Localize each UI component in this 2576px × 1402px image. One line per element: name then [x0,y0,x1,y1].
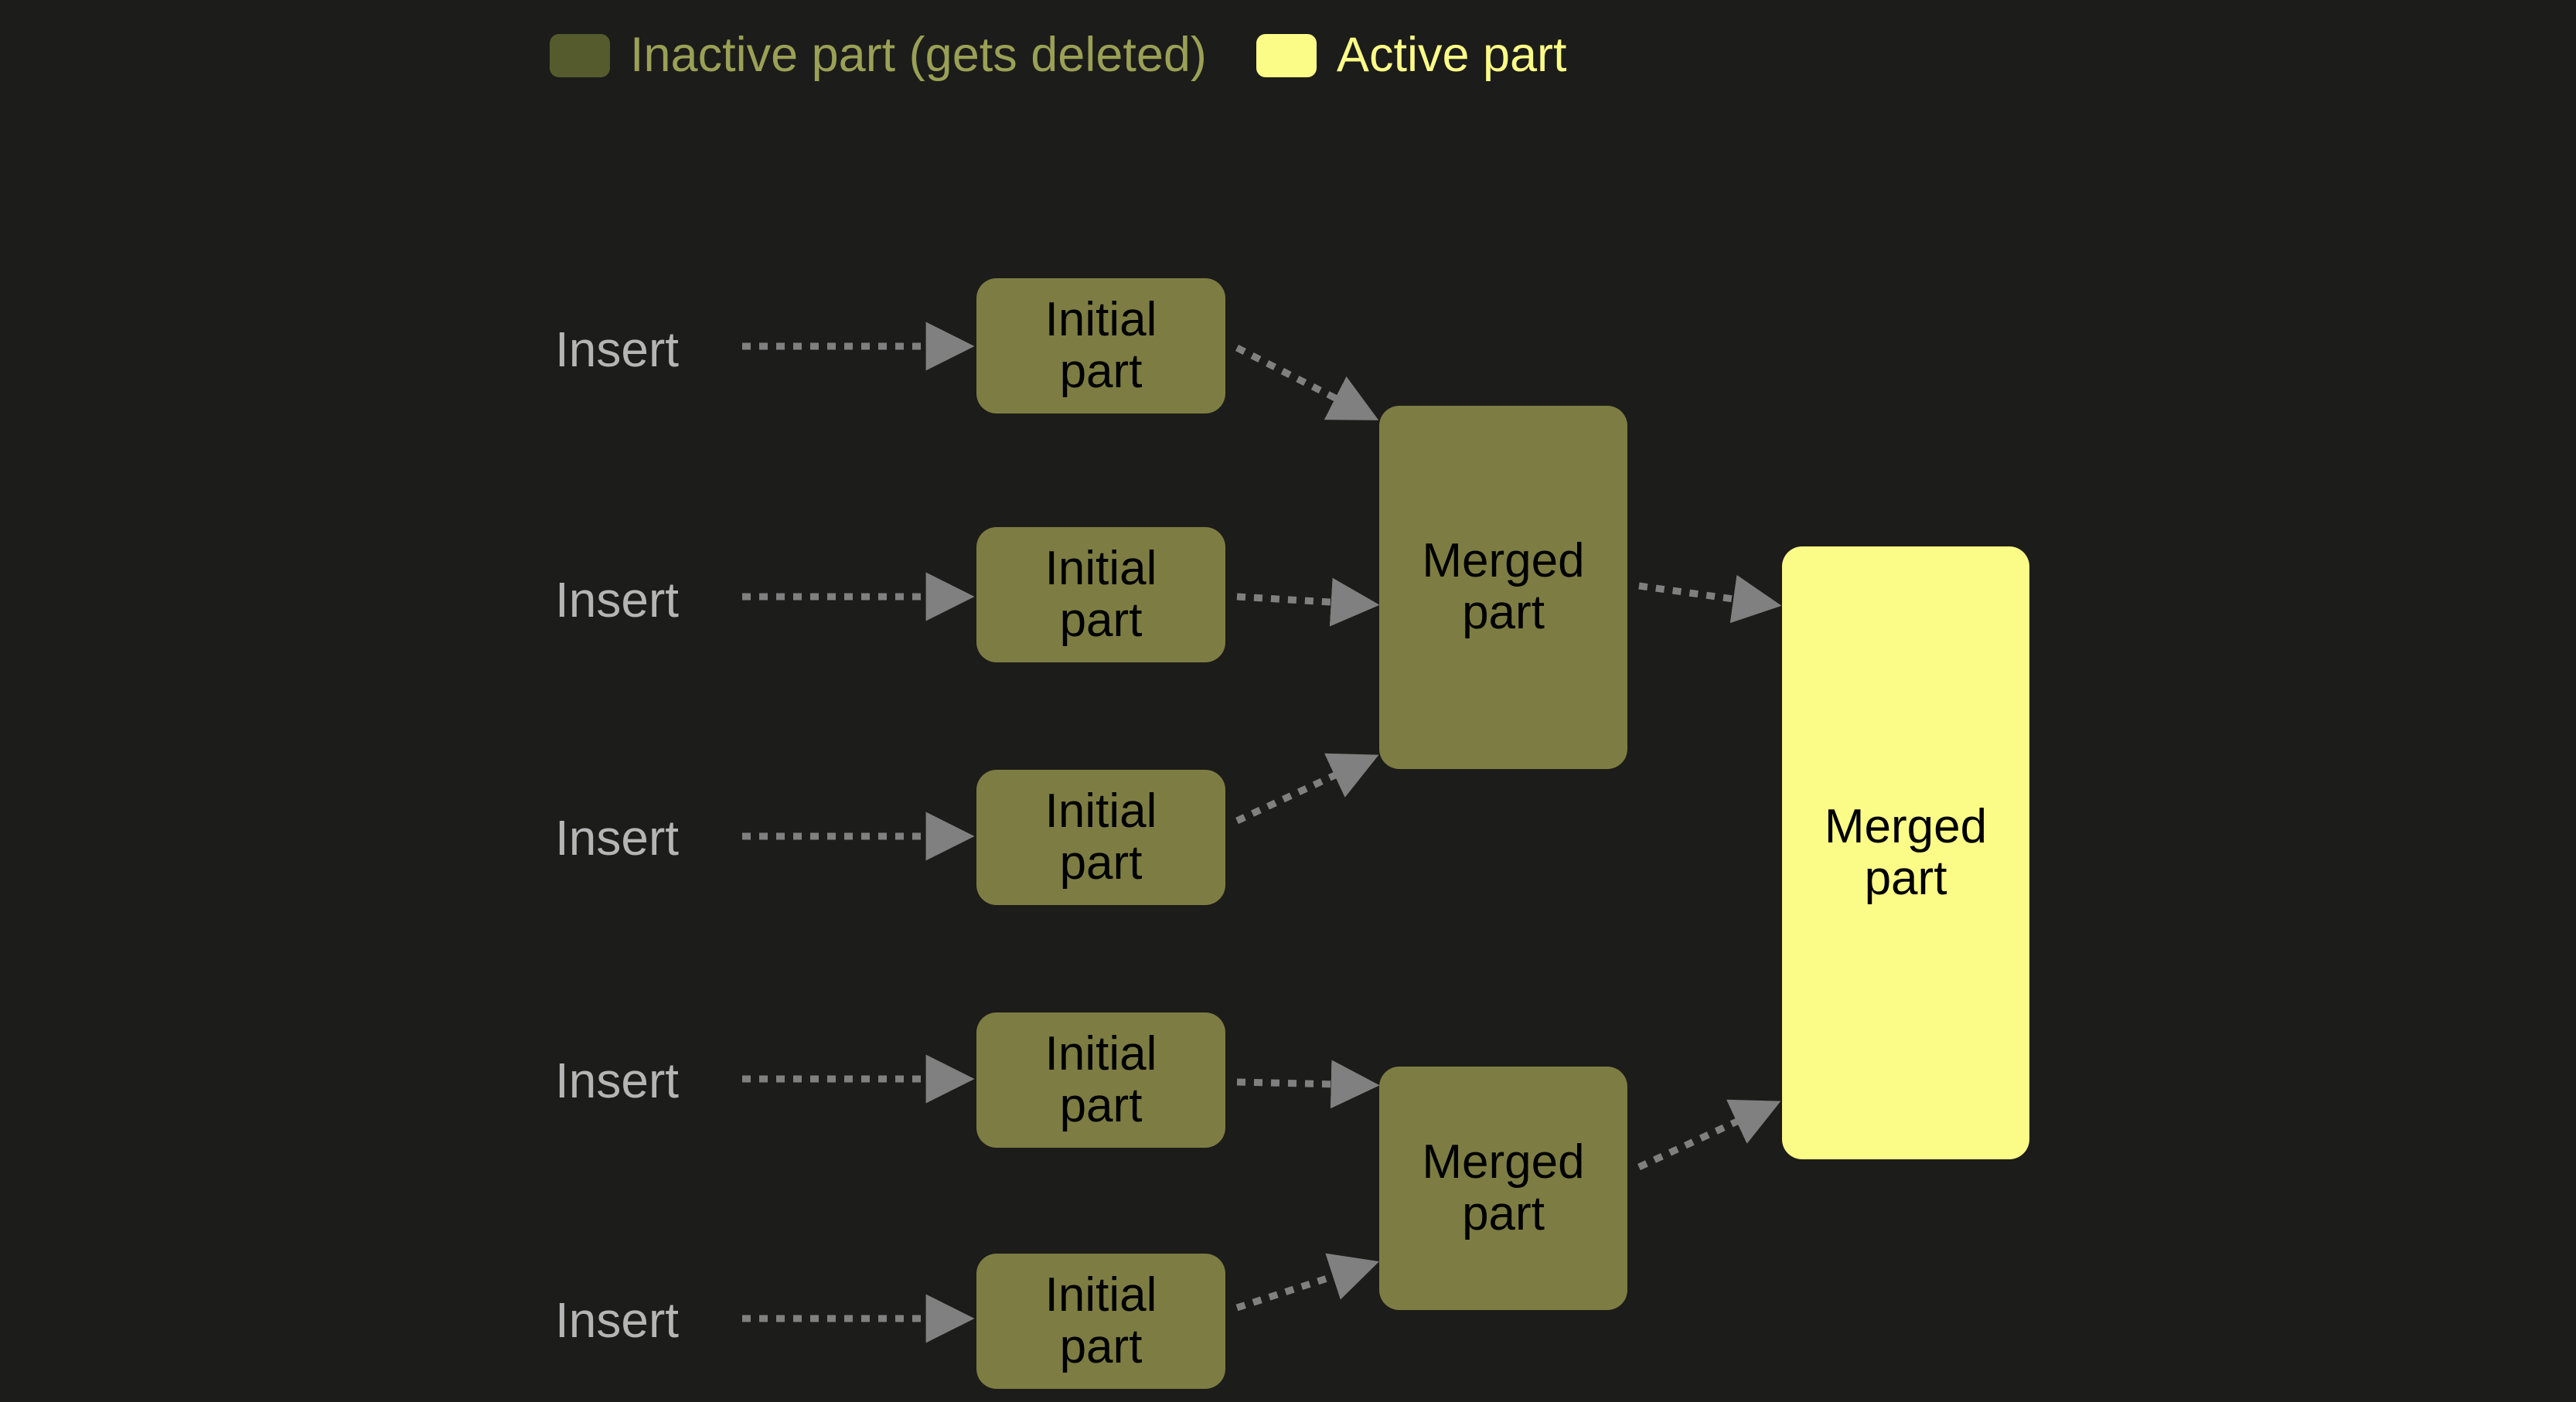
edge-merged-top-to-merged-active [1638,574,1782,624]
edge-initial-3-to-merged-top [1235,753,1379,825]
node-initial-3-label-line1: Initial [1044,784,1157,838]
insert-label-2: Insert [555,572,680,628]
legend-item-inactive: Inactive part (gets deleted) [550,31,1207,80]
node-initial-5-label-line2: part [1059,1319,1143,1373]
insert-label-5: Insert [555,1292,680,1348]
node-initial-2-label-line1: Initial [1044,541,1157,595]
insert-label-4: Insert [555,1053,680,1108]
node-merged-active-label-line1: Merged [1824,799,1988,853]
node-initial-2-label-line2: part [1059,593,1143,647]
node-initial-5-label-line1: Initial [1044,1268,1157,1322]
legend: Inactive part (gets deleted) Active part [550,31,1567,80]
edge-merged-bottom-to-merged-active [1637,1099,1781,1171]
node-merged-bottom-label-line1: Merged [1422,1135,1585,1189]
node-initial-1-label-line1: Initial [1044,292,1157,346]
legend-label-inactive: Inactive part (gets deleted) [630,28,1207,82]
edge-initial-5-to-merged-bottom [1235,1253,1379,1312]
node-initial-4-label-line1: Initial [1044,1026,1157,1080]
legend-label-active: Active part [1336,28,1567,82]
node-merged-active-label-line2: part [1864,851,1947,905]
legend-swatch-inactive-icon [550,33,610,77]
edge-initial-4-to-merged-bottom [1236,1060,1380,1109]
insert-label-1: Insert [555,322,680,377]
node-merged-top-label-line2: part [1462,586,1545,639]
node-merged-bottom-label-line2: part [1462,1186,1545,1240]
node-initial-4-label-line2: part [1059,1078,1143,1132]
insert-label-3: Insert [555,810,680,866]
node-initial-1-label-line2: part [1059,344,1143,398]
edge-initial-1-to-merged-top [1235,344,1379,420]
legend-item-active: Active part [1256,31,1567,80]
edge-initial-2-to-merged-top [1236,577,1380,627]
node-initial-3-label-line2: part [1059,835,1143,890]
legend-swatch-active-icon [1256,33,1317,77]
node-merged-top-label-line1: Merged [1422,534,1585,588]
